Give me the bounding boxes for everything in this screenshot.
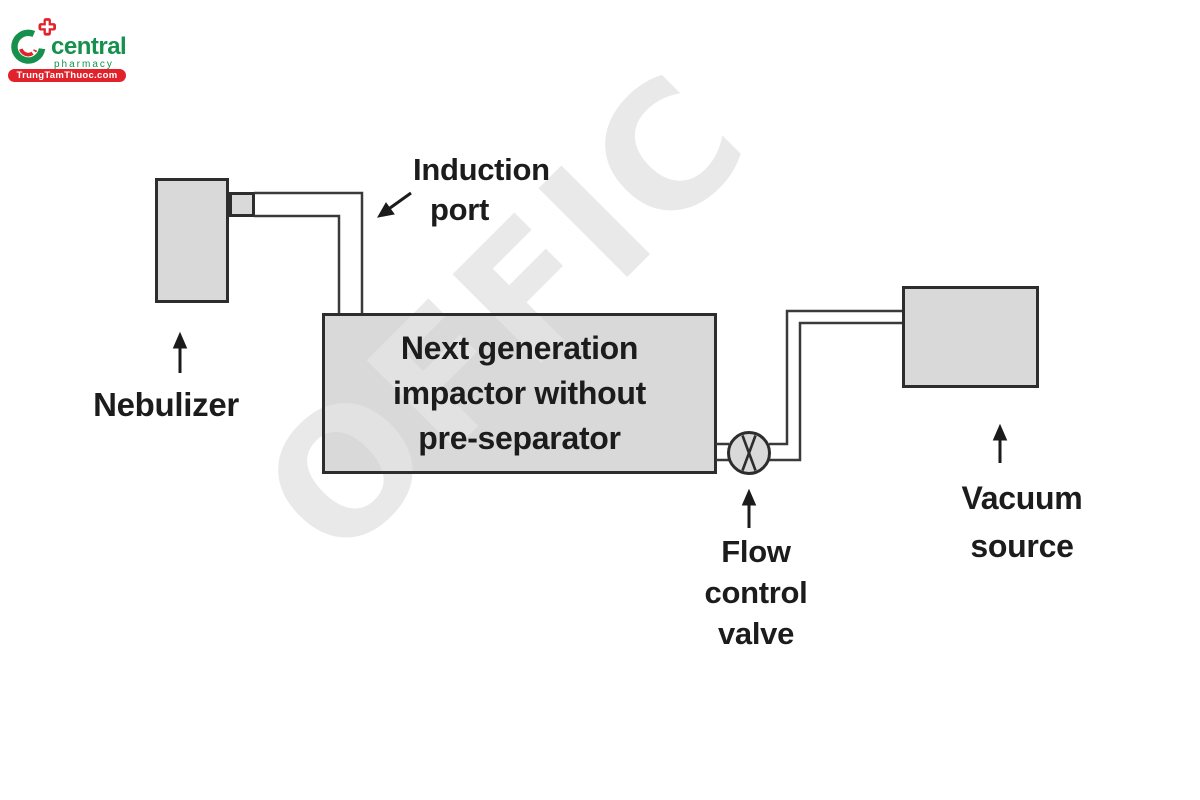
- nebulizer-mouthpiece-connector: [229, 192, 255, 217]
- vacuum-label-line1: Vacuum: [961, 480, 1083, 516]
- impactor-label-line2: impactor without: [393, 375, 646, 411]
- logo-brand-text: central: [51, 33, 127, 60]
- logo-plus-icon: [38, 18, 56, 36]
- logo-tagline-text: pharmacy: [54, 59, 114, 70]
- flow-control-valve-label: Flow control valve: [666, 531, 846, 654]
- connector-border: [229, 192, 255, 217]
- annotation-arrows: [172, 191, 1008, 528]
- flow-control-valve-icon: [727, 431, 771, 475]
- impactor-box-border: [322, 313, 717, 474]
- flow-valve-label-line3: valve: [717, 616, 795, 651]
- valve-inlet-pipe: [716, 442, 729, 462]
- flow-valve-label-line1: Flow: [721, 534, 791, 569]
- vacuum-arrow-icon: [992, 423, 1008, 463]
- induction-port-label-line1: Induction: [413, 152, 550, 187]
- nebulizer-arrow-icon: [172, 331, 188, 373]
- flow-valve-arrow-icon: [741, 488, 757, 528]
- induction-port-arrow-icon: [377, 191, 412, 218]
- logo-domain-banner: TrungTamThuoc.com: [8, 69, 126, 82]
- central-pharmacy-logo-icon: [11, 18, 56, 64]
- induction-port-label-line2: port: [430, 192, 490, 227]
- induction-port-label: Induction port: [413, 150, 550, 230]
- impactor-box: [322, 313, 717, 474]
- induction-port-pipe: [254, 191, 364, 313]
- vacuum-source-label: Vacuum source: [932, 474, 1112, 570]
- central-pharmacy-logo: central pharmacy TrungTamThuoc.com: [8, 14, 178, 94]
- nebulizer-box: [155, 178, 229, 303]
- flow-valve-label-line2: control: [704, 575, 808, 610]
- vacuum-source-box: [902, 286, 1039, 388]
- vacuum-box-border: [902, 286, 1039, 388]
- impactor-label-line1: Next generation: [400, 330, 639, 366]
- vacuum-label-line2: source: [970, 528, 1074, 564]
- vacuum-pipe: [769, 309, 902, 462]
- nebulizer-label: Nebulizer: [93, 386, 239, 423]
- impactor-label-line3: pre-separator: [418, 420, 621, 456]
- impactor-label: Next generation impactor without pre-sep…: [322, 313, 717, 474]
- nebulizer-box-border: [155, 178, 229, 303]
- box-borders: [155, 178, 1039, 474]
